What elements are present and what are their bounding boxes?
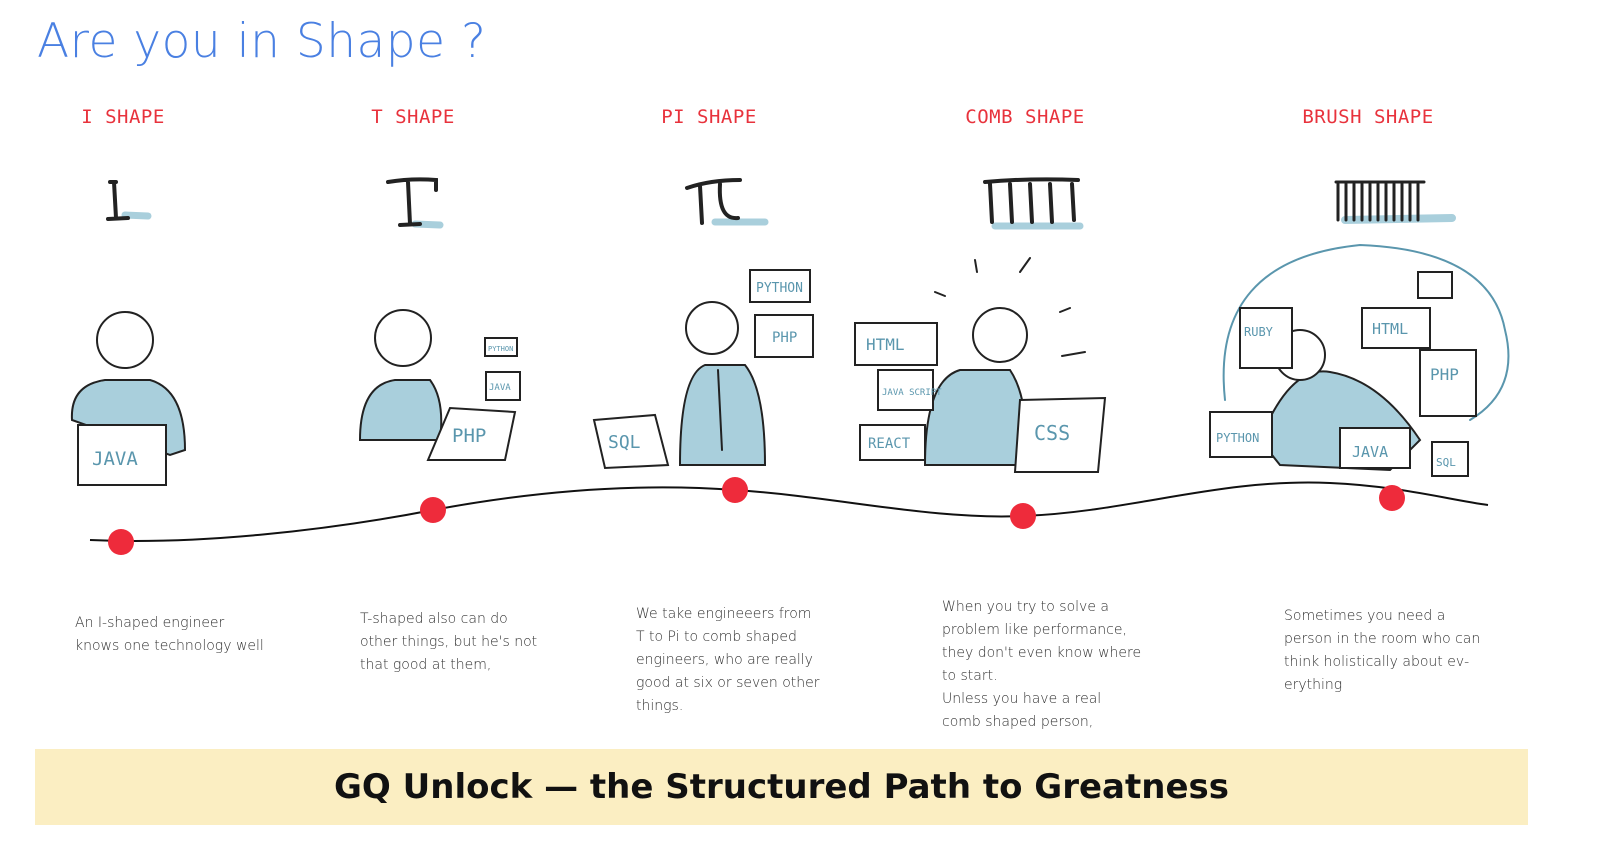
heading-t-shape: T SHAPE bbox=[371, 106, 455, 128]
svg-text:SQL: SQL bbox=[608, 432, 641, 453]
pi-shape-glyph bbox=[685, 178, 769, 226]
comb-shape-figure: HTML JAVA SCRIPT REACT CSS bbox=[854, 257, 1107, 473]
banner: GQ Unlock — the Structured Path to Great… bbox=[35, 749, 1528, 825]
svg-text:HTML: HTML bbox=[1372, 320, 1408, 338]
pi-shape-figure: SQL PYTHON PHP bbox=[592, 269, 814, 470]
i-shape-glyph bbox=[106, 180, 152, 221]
brush-shape-glyph bbox=[1334, 180, 1456, 224]
svg-text:PHP: PHP bbox=[452, 425, 486, 447]
svg-text:REACT: REACT bbox=[868, 436, 911, 452]
heading-i-shape: I SHAPE bbox=[81, 106, 165, 128]
t-shape-figure: PHP PYTHON JAVA bbox=[358, 309, 521, 461]
description-i-shape: An I-shaped engineer knows one technolog… bbox=[75, 615, 264, 654]
svg-text:RUBY: RUBY bbox=[1244, 325, 1274, 339]
heading-pi-shape: PI SHAPE bbox=[661, 106, 757, 128]
banner-text: GQ Unlock — the Structured Path to Great… bbox=[334, 767, 1229, 807]
heading-brush-shape: BRUSH SHAPE bbox=[1302, 106, 1434, 128]
svg-text:PHP: PHP bbox=[772, 330, 797, 346]
timeline-dot-comb bbox=[1010, 503, 1036, 529]
brush-shape-figure: RUBY HTML PHP PYTHON JAVA SQL bbox=[1209, 243, 1510, 477]
svg-text:JAVA: JAVA bbox=[489, 383, 511, 393]
i-shape-figure: JAVA bbox=[70, 311, 187, 486]
svg-text:PYTHON: PYTHON bbox=[756, 281, 803, 296]
svg-text:JAVA: JAVA bbox=[1352, 443, 1388, 461]
timeline-curve bbox=[89, 481, 1489, 542]
timeline-dot-i bbox=[108, 529, 134, 555]
description-t-shape: T-shaped also can do other things, but h… bbox=[360, 611, 538, 673]
laptop-label: JAVA bbox=[92, 448, 138, 470]
svg-text:HTML: HTML bbox=[866, 335, 905, 354]
heading-comb-shape: COMB SHAPE bbox=[965, 106, 1085, 128]
svg-text:PHP: PHP bbox=[1430, 365, 1459, 384]
page-title: Are you in Shape ? bbox=[37, 14, 487, 69]
t-shape-glyph bbox=[386, 177, 444, 229]
description-comb-shape: When you try to solve a problem like per… bbox=[942, 599, 1142, 730]
timeline-dot-t bbox=[420, 497, 446, 523]
svg-text:JAVA SCRIPT: JAVA SCRIPT bbox=[882, 388, 942, 398]
svg-text:CSS: CSS bbox=[1034, 421, 1070, 445]
comb-shape-glyph bbox=[983, 177, 1084, 230]
description-pi-shape: We take engineeers from T to Pi to comb … bbox=[636, 606, 820, 714]
svg-text:PYTHON: PYTHON bbox=[488, 345, 513, 353]
timeline-dot-pi bbox=[722, 477, 748, 503]
timeline-dot-brush bbox=[1379, 485, 1405, 511]
svg-text:PYTHON: PYTHON bbox=[1216, 431, 1259, 445]
svg-text:SQL: SQL bbox=[1436, 456, 1456, 469]
description-brush-shape: Sometimes you need a person in the room … bbox=[1284, 608, 1481, 693]
